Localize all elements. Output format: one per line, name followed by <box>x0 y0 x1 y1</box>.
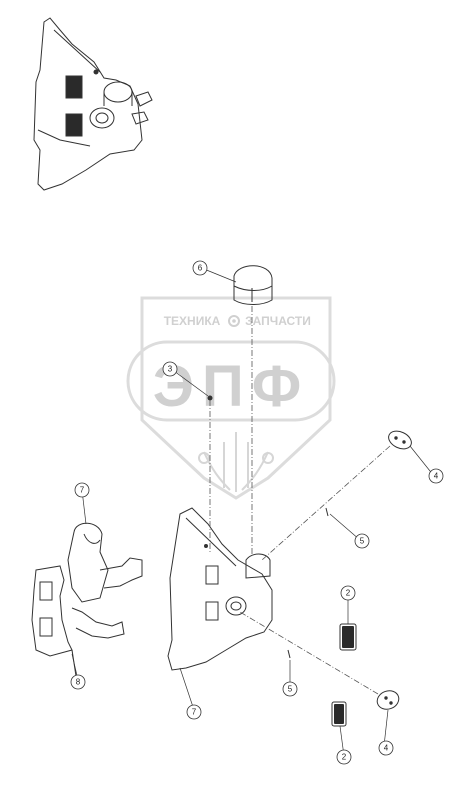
bracket-plate <box>167 507 273 671</box>
assembly-axes <box>209 306 391 695</box>
watermark-band <box>126 340 336 422</box>
pin-part-5-upper <box>325 507 329 517</box>
bracket-part-7 <box>167 507 273 671</box>
callout-label: 7 <box>80 486 85 495</box>
callout-label: 5 <box>360 537 365 546</box>
pad-part-2-upper <box>339 623 357 651</box>
assembled-socket <box>89 107 115 129</box>
assembled-bracket-view <box>33 17 153 191</box>
callout-label: 2 <box>342 753 347 762</box>
callout-4-lower: 4 <box>378 740 394 756</box>
assembled-nozzle-lower <box>131 111 149 125</box>
callout-label: 2 <box>346 589 351 598</box>
assembled-cap <box>103 81 133 103</box>
watermark-tagline-left: ТЕХНИКА <box>164 314 221 328</box>
hose-lower-tube <box>71 607 125 639</box>
callout-5-upper: 5 <box>354 533 370 549</box>
callout-label: 6 <box>198 264 203 273</box>
callout-2-upper: 2 <box>340 585 356 601</box>
callout-label: 7 <box>192 708 197 717</box>
callout-label: 3 <box>168 365 173 374</box>
assembled-slot-upper <box>65 75 83 99</box>
disc-part-4-upper <box>388 430 412 450</box>
pin-part-5-lower <box>287 649 291 659</box>
bracket-cap-seat <box>245 553 271 579</box>
callout-2-lower: 2 <box>336 749 352 765</box>
callout-label: 5 <box>288 685 293 694</box>
callout-label: 4 <box>434 472 439 481</box>
cap-part-6 <box>233 265 273 305</box>
bracket-slot-lower <box>205 601 219 621</box>
hose-nozzle <box>99 557 143 589</box>
disc-part-4-lower <box>376 690 400 710</box>
hose-part-8 <box>31 522 143 677</box>
callout-4-upper: 4 <box>428 468 444 484</box>
hose-slot-lower <box>39 617 53 637</box>
assembled-bracket-plate <box>33 17 143 191</box>
watermark-tagline-right: ЗАПЧАСТИ <box>245 314 311 328</box>
callout-label: 4 <box>384 744 389 753</box>
cap-body <box>233 265 273 305</box>
gear-icon <box>228 315 240 327</box>
bracket-socket <box>225 596 247 616</box>
pin-part-3 <box>207 395 213 401</box>
wheat-emblem-icon <box>198 432 274 492</box>
callout-label: 8 <box>76 678 81 687</box>
hose-slot-upper <box>39 581 53 601</box>
assembled-nozzle-upper <box>135 91 153 107</box>
callout-7-upper: 7 <box>74 482 90 498</box>
callout-3: 3 <box>162 361 178 377</box>
callout-7-lower: 7 <box>186 704 202 720</box>
hose-plate <box>31 565 73 657</box>
callout-6: 6 <box>192 260 208 276</box>
callout-5-lower: 5 <box>282 681 298 697</box>
pad-part-2-lower <box>331 701 347 727</box>
callout-8: 8 <box>70 674 86 690</box>
bracket-slot-upper <box>205 565 219 585</box>
hose-upper-tube <box>67 522 109 603</box>
watermark-letters: ЭПФ <box>153 354 309 419</box>
watermark: ТЕХНИКА ЗАПЧАСТИ ЭПФ <box>126 296 336 500</box>
assembled-slot-lower <box>65 113 83 137</box>
